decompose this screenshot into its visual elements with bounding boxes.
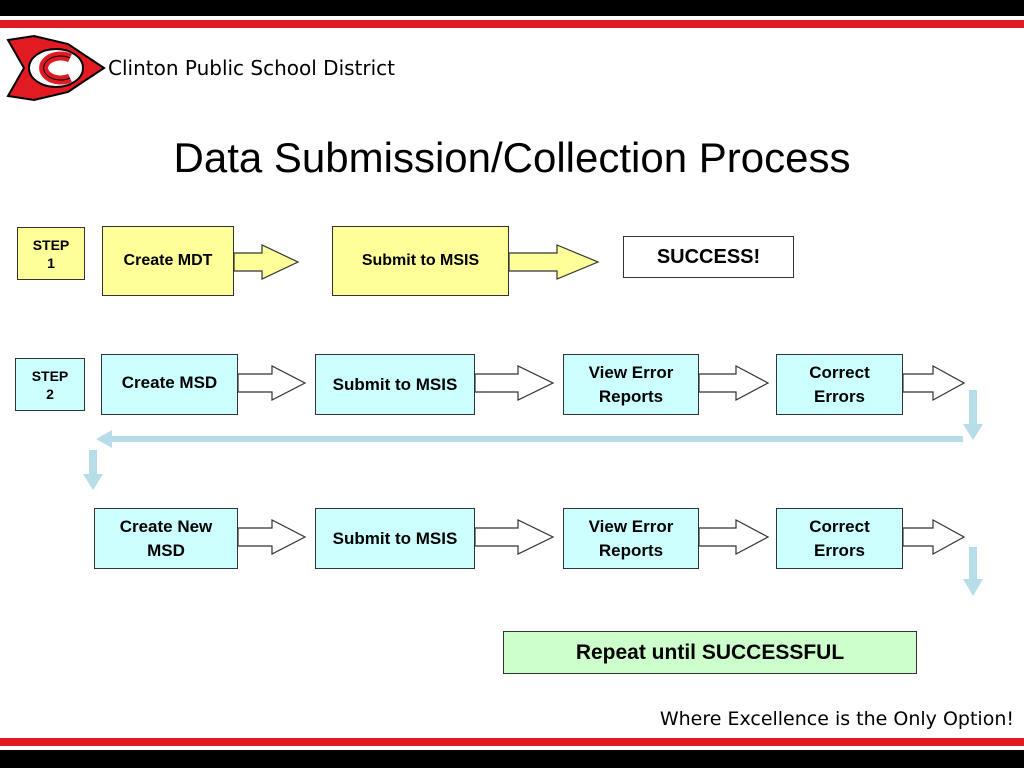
loop-arrow-left bbox=[96, 430, 963, 448]
footer-tagline: Where Excellence is the Only Option! bbox=[659, 708, 1014, 730]
bottom-red-band bbox=[0, 738, 1024, 746]
create-mdt-box: Create MDT bbox=[102, 226, 234, 296]
arrow-correct-out bbox=[902, 364, 966, 402]
submit-msis-box-step3: Submit to MSIS bbox=[315, 508, 475, 569]
page-title: Data Submission/Collection Process bbox=[173, 134, 851, 181]
arrow-submit-to-view-errors-2 bbox=[474, 519, 555, 555]
loop-arrow-down-left bbox=[83, 450, 103, 490]
loop-arrow-down-right-2 bbox=[963, 547, 983, 596]
arrow-create-new-msd-to-submit bbox=[237, 519, 307, 555]
success-box: SUCCESS! bbox=[623, 236, 794, 278]
arrow-create-msd-to-submit bbox=[237, 365, 307, 401]
repeat-until-successful-box: Repeat until SUCCESSFUL bbox=[503, 631, 917, 674]
arrow-create-mdt-to-submit bbox=[233, 244, 300, 280]
arrow-view-errors-to-correct bbox=[698, 365, 770, 401]
top-black-band bbox=[0, 0, 1024, 16]
bottom-black-band bbox=[0, 750, 1024, 768]
district-name: Clinton Public School District bbox=[108, 56, 396, 80]
top-red-band bbox=[0, 20, 1024, 28]
arrow-correct-out-2 bbox=[902, 518, 966, 556]
loop-arrow-down-right bbox=[963, 390, 983, 440]
create-msd-box: Create MSD bbox=[101, 354, 238, 415]
submit-msis-box-step2: Submit to MSIS bbox=[315, 354, 475, 415]
submit-msis-box-step1: Submit to MSIS bbox=[332, 226, 509, 296]
arrow-view-errors-to-correct-2 bbox=[698, 519, 770, 555]
clinton-arrowhead-logo bbox=[6, 34, 106, 102]
arrow-submit-to-view-errors bbox=[474, 365, 555, 401]
arrow-submit-to-success bbox=[508, 244, 600, 280]
